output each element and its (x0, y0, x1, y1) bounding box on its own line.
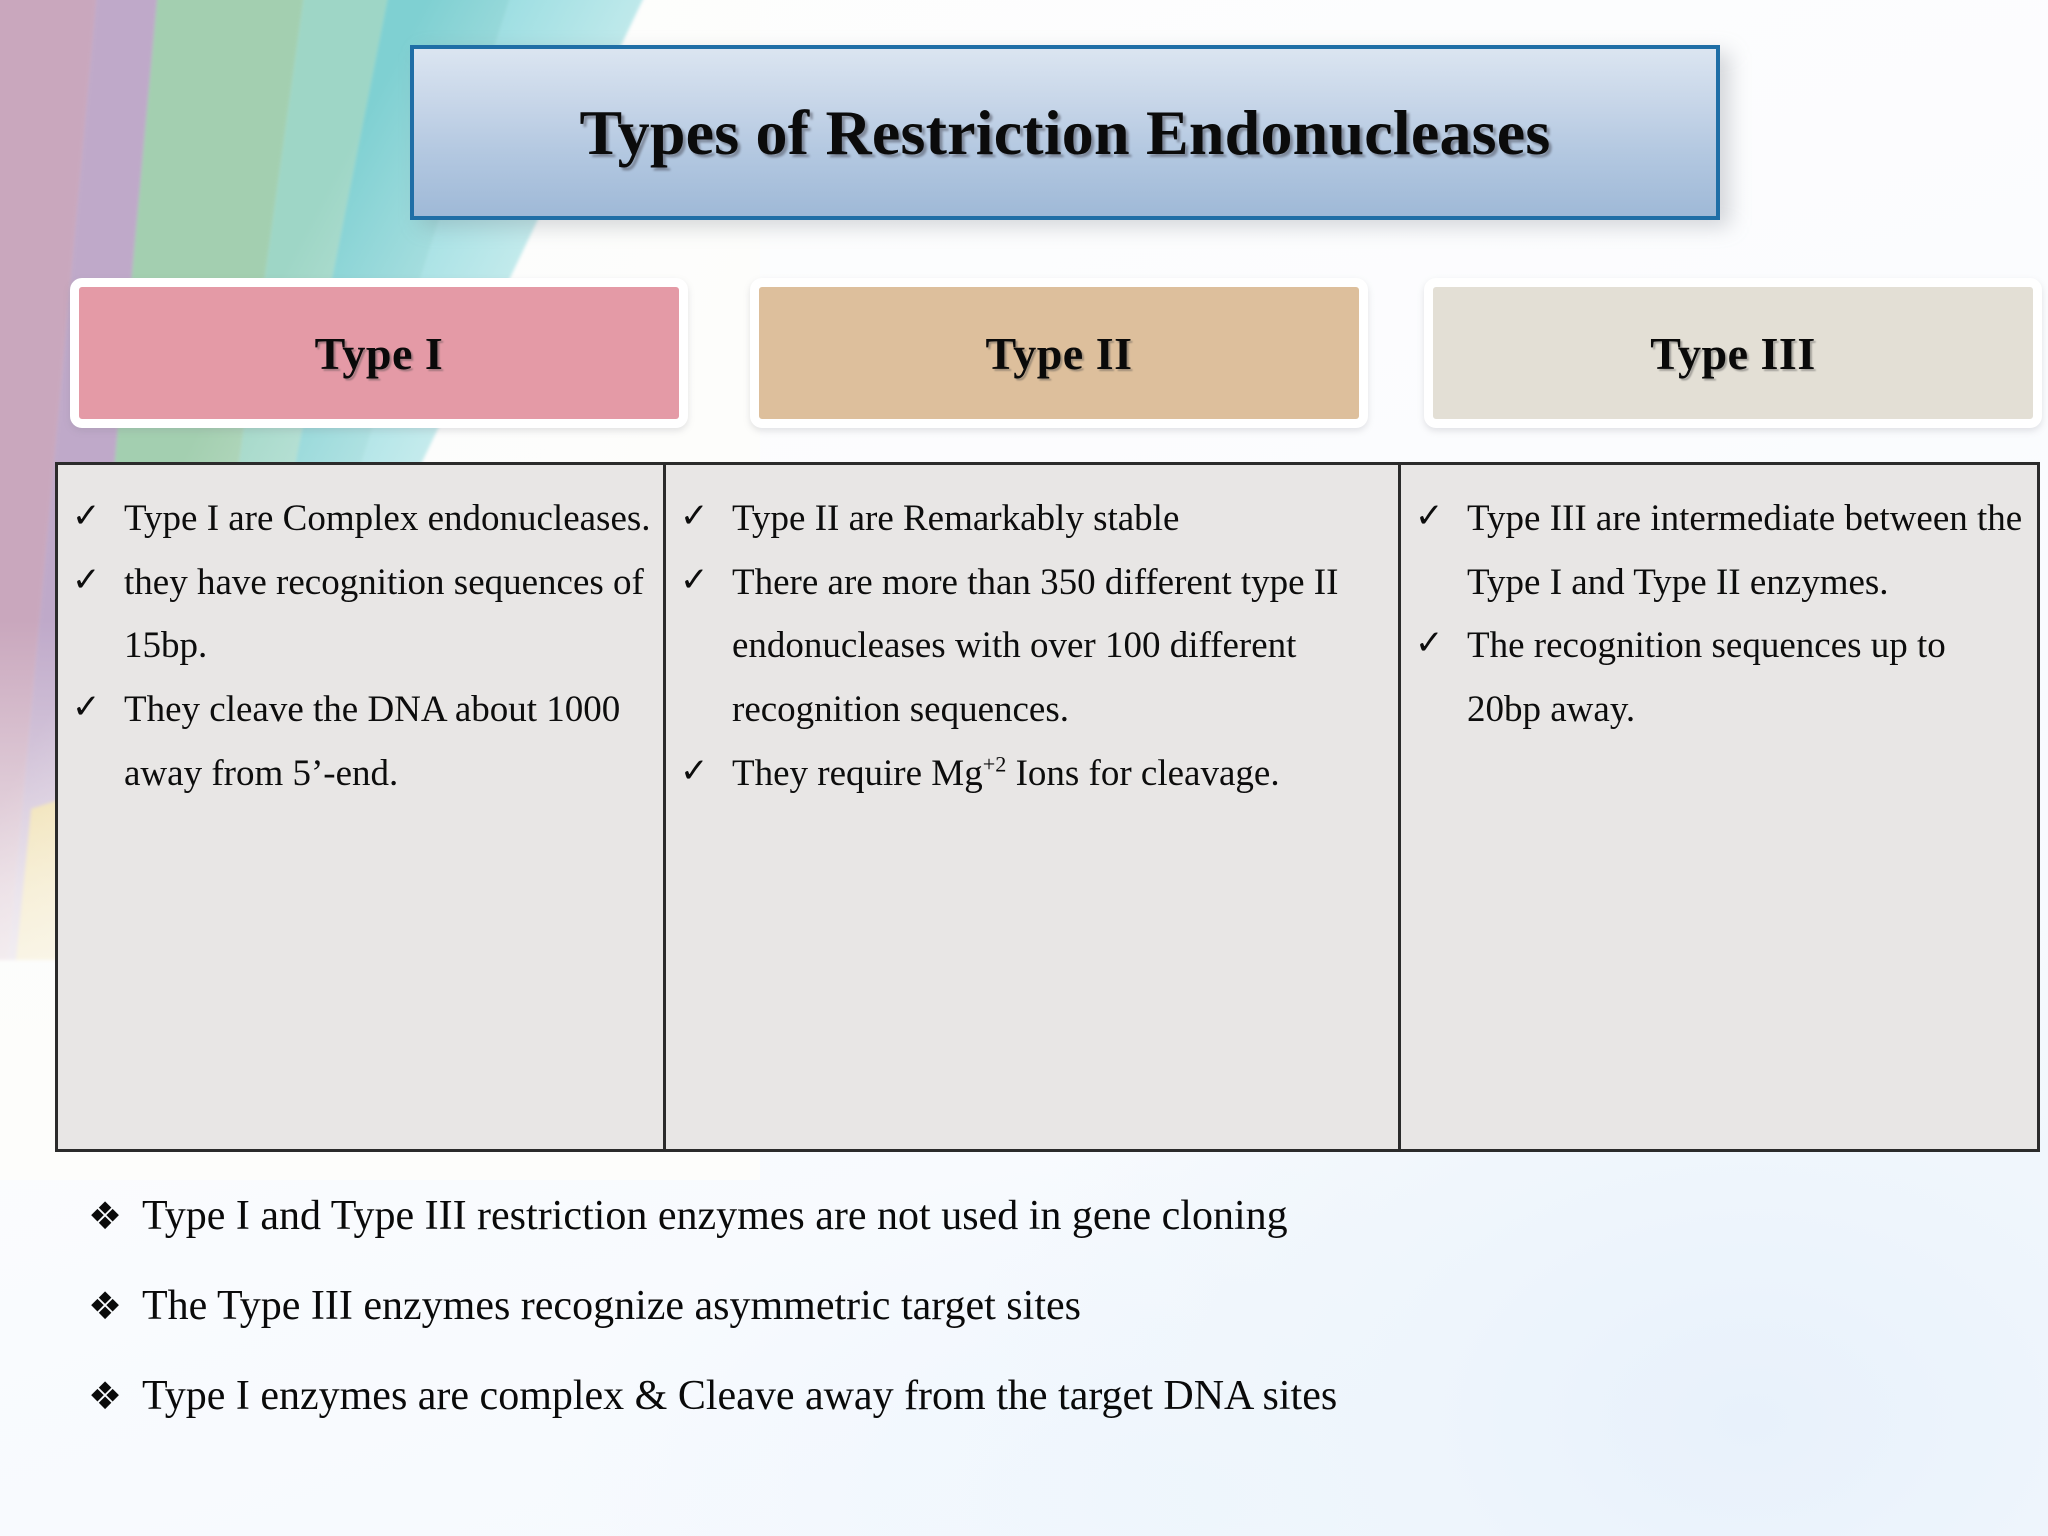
comparison-table: ✓ Type I are Complex endonucleases. ✓ th… (55, 462, 2040, 1152)
bullet-text-post: Ions for cleavage. (1006, 752, 1280, 794)
note-text: Type I enzymes are complex & Cleave away… (142, 1373, 1338, 1419)
bullet-text: Type II are Remarkably stable (732, 498, 1180, 539)
diamond-bullet-icon: ❖ (88, 1374, 123, 1418)
list-item: ❖ Type I and Type III restriction enzyme… (88, 1195, 1938, 1237)
list-item: ✓ Type II are Remarkably stable (680, 487, 1388, 551)
list-item: ✓ Type I are Complex endonucleases. (72, 487, 653, 551)
table-column-type-2: ✓ Type II are Remarkably stable ✓ There … (666, 465, 1401, 1149)
type-header-label-3: Type III (1650, 327, 1816, 379)
bullet-text-magnesium: They require Mg+2 Ions for cleavage. (732, 742, 1388, 806)
table-column-type-1: ✓ Type I are Complex endonucleases. ✓ th… (58, 465, 666, 1149)
list-item: ✓ There are more than 350 different type… (680, 551, 1388, 742)
note-text: The Type III enzymes recognize asymmetri… (142, 1283, 1081, 1329)
bullet-list-type-3: ✓ Type III are intermediate between the … (1415, 487, 2027, 742)
bullet-text: The recognition sequences up to 20bp awa… (1467, 625, 1946, 730)
table-column-type-3: ✓ Type III are intermediate between the … (1401, 465, 2037, 1149)
list-item: ✓ They cleave the DNA about 1000 away fr… (72, 678, 653, 805)
bullet-text: Type III are intermediate between the Ty… (1467, 498, 2023, 603)
title-banner: Types of Restriction Endonucleases (410, 45, 1720, 220)
superscript-charge: +2 (982, 751, 1007, 777)
check-icon: ✓ (72, 559, 101, 600)
type-header-box-3[interactable]: Type III (1424, 278, 2042, 428)
check-icon: ✓ (680, 496, 709, 536)
check-icon: ✓ (1415, 623, 1444, 664)
type-header-label-1: Type I (314, 327, 444, 379)
bullet-list-type-1: ✓ Type I are Complex endonucleases. ✓ th… (72, 487, 653, 805)
list-item: ❖ Type I enzymes are complex & Cleave aw… (88, 1375, 1938, 1417)
bullet-text: they have recognition sequences of 15bp. (124, 561, 644, 667)
type-headers-row: Type I Type II Type III (0, 278, 2048, 438)
note-text: Type I and Type III restriction enzymes … (142, 1193, 1288, 1239)
list-item: ✓ they have recognition sequences of 15b… (72, 551, 653, 678)
type-header-box-2[interactable]: Type II (750, 278, 1368, 428)
page-title: Types of Restriction Endonucleases (579, 96, 1551, 168)
check-icon: ✓ (72, 686, 101, 727)
type-header-box-1[interactable]: Type I (70, 278, 688, 428)
summary-notes: ❖ Type I and Type III restriction enzyme… (88, 1195, 1938, 1465)
diamond-bullet-icon: ❖ (88, 1284, 123, 1328)
check-icon: ✓ (1415, 496, 1444, 536)
check-icon: ✓ (680, 750, 709, 791)
bullet-text: They cleave the DNA about 1000 away from… (124, 688, 621, 794)
diamond-bullet-icon: ❖ (88, 1194, 123, 1238)
bullet-text: There are more than 350 different type I… (732, 561, 1339, 730)
type-header-label-2: Type II (985, 327, 1133, 379)
list-item: ✓ They require Mg+2 Ions for cleavage. (680, 742, 1388, 806)
check-icon: ✓ (72, 496, 101, 536)
list-item: ❖ The Type III enzymes recognize asymmet… (88, 1285, 1938, 1327)
bullet-text-pre: They require Mg (732, 752, 983, 794)
check-icon: ✓ (680, 559, 709, 600)
bullet-list-type-2: ✓ Type II are Remarkably stable ✓ There … (680, 487, 1388, 805)
list-item: ✓ Type III are intermediate between the … (1415, 487, 2027, 614)
bullet-text: Type I are Complex endonucleases. (124, 498, 651, 539)
list-item: ✓ The recognition sequences up to 20bp a… (1415, 614, 2027, 741)
